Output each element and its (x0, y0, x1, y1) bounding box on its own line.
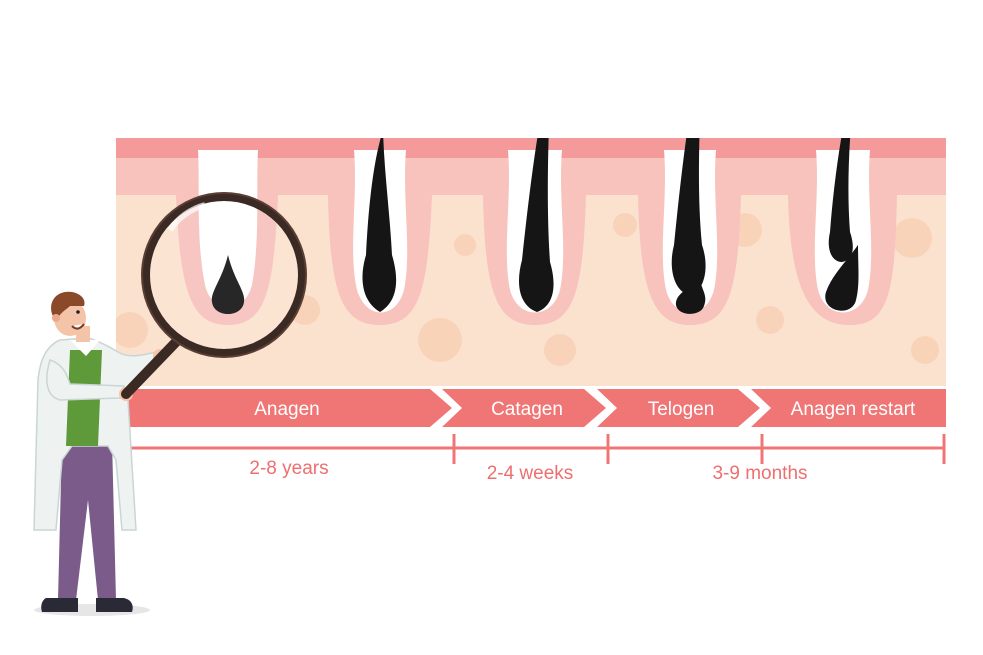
phase-label-anagen: Anagen (254, 399, 320, 420)
hair-shaft-telogen (519, 138, 554, 312)
hair-bulb-anagen (211, 255, 245, 314)
shoe-left (41, 598, 78, 612)
stratum-corneum (116, 138, 946, 158)
phase-arrow-telogen (597, 389, 760, 427)
phase-arrows: Anagen Catagen Telogen Anagen restart (116, 389, 946, 427)
hair-shaft-restart-old (671, 138, 706, 295)
hair-shaft-final-old (828, 138, 853, 262)
magnifier-handle (121, 337, 181, 399)
hair (51, 291, 85, 322)
pants (58, 440, 116, 600)
phase-arrow-catagen (442, 389, 606, 427)
duration-label-anagen: 2-8 years (249, 458, 328, 479)
magnifier-lens (142, 193, 306, 357)
hair-bulb-restart-new (675, 280, 706, 314)
phase-arrow-anagen (116, 389, 452, 427)
phase-label-anagen-restart: Anagen restart (791, 399, 916, 420)
hair-follicles (211, 138, 859, 314)
phase-label-telogen: Telogen (648, 399, 715, 420)
hair-shaft-catagen (362, 138, 397, 312)
duration-label-catagen: 2-4 weeks (487, 463, 574, 484)
skin-cross-section (116, 138, 946, 386)
duration-timeline (116, 434, 946, 464)
magnifying-glass-icon (121, 192, 307, 399)
duration-label-telogen: 3-9 months (712, 463, 807, 484)
hair-shaft-final-new (825, 245, 859, 311)
phase-label-catagen: Catagen (491, 399, 563, 420)
phase-arrow-anagen-restart (751, 389, 946, 427)
shoe-right (96, 598, 133, 612)
